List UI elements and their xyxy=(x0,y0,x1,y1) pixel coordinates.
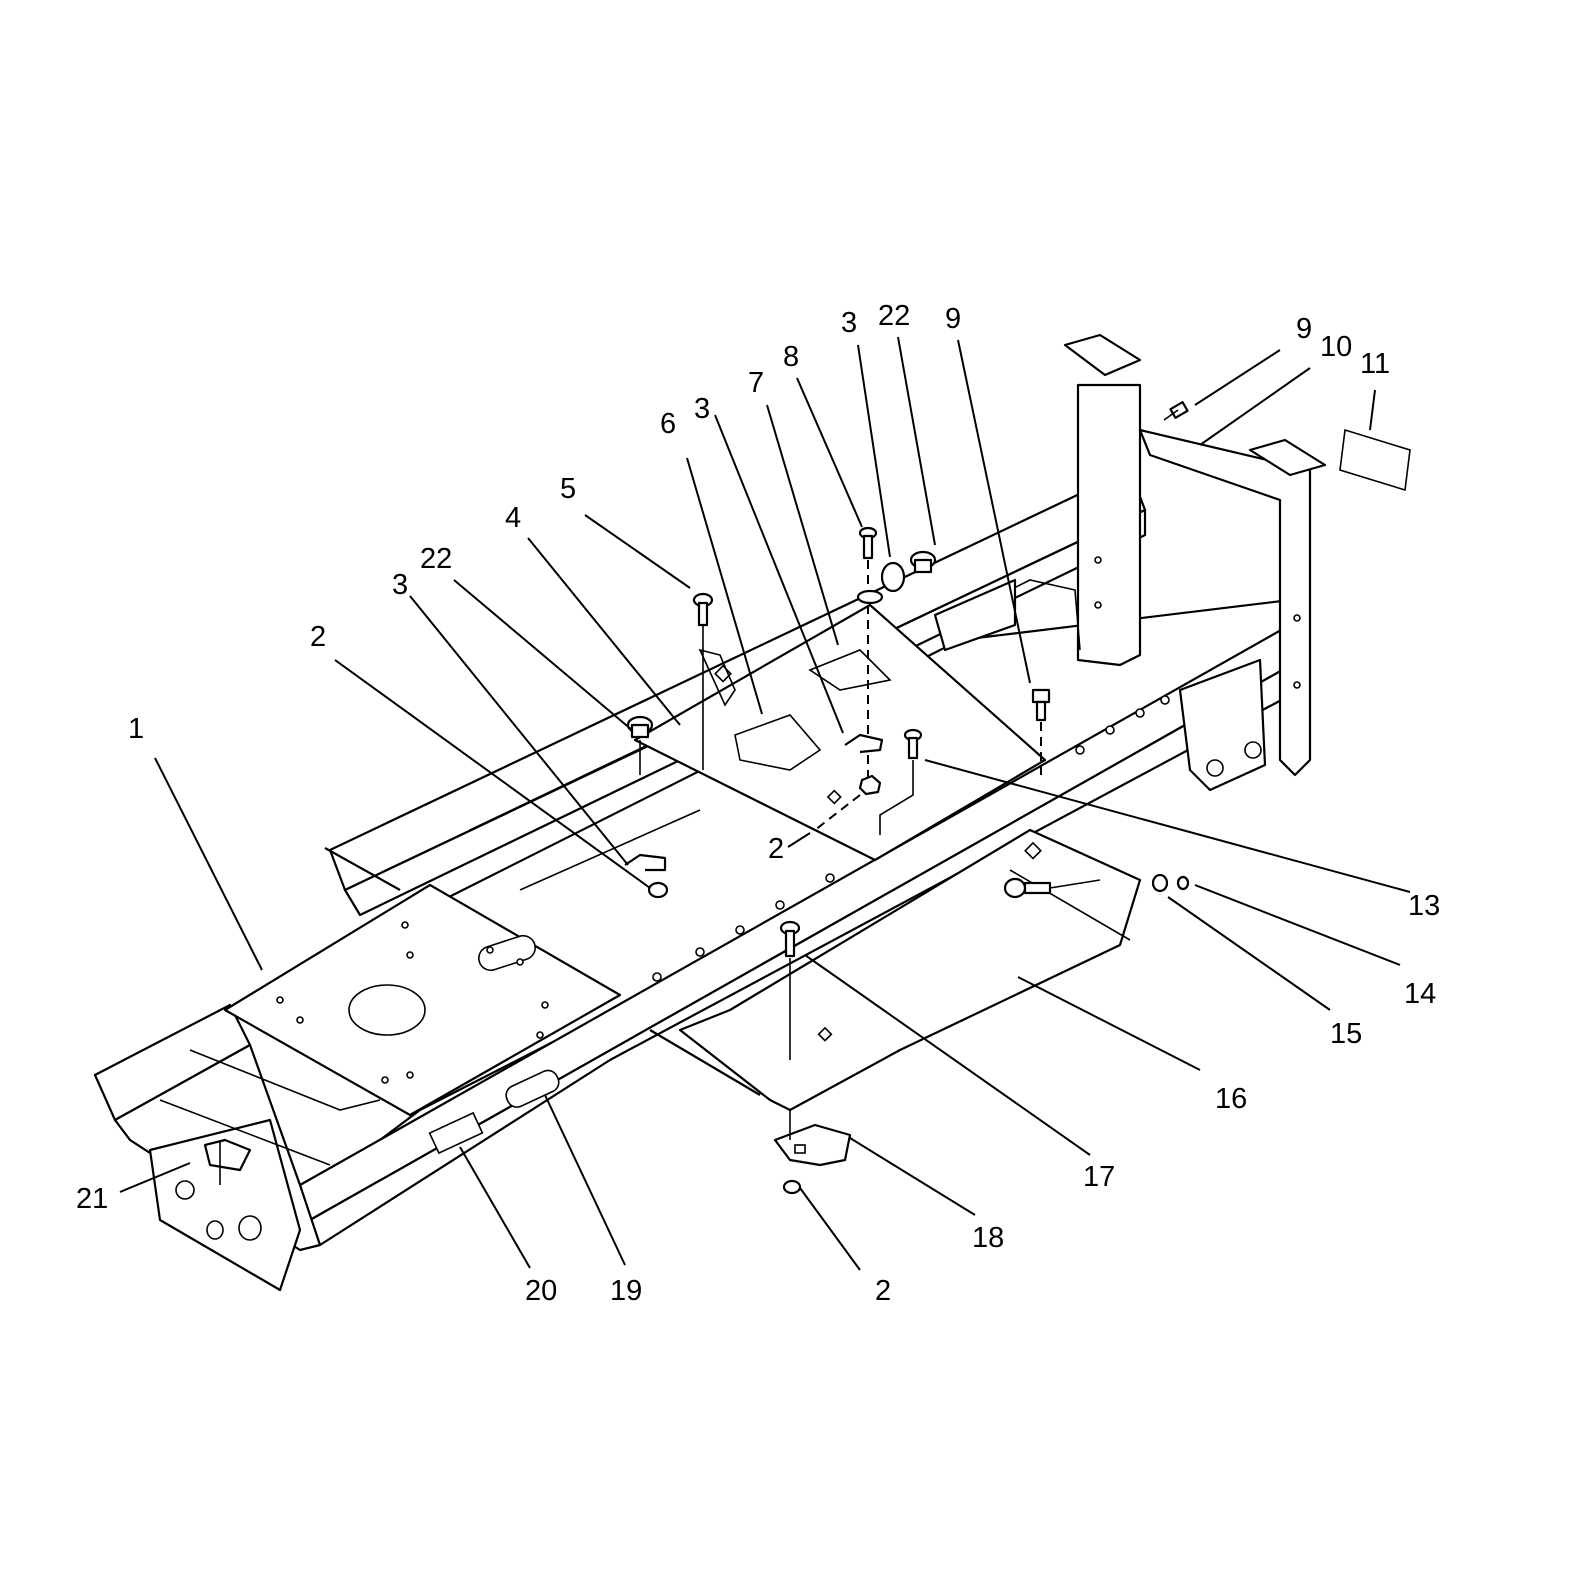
callout-11: 11 xyxy=(1360,348,1390,380)
decal-6 xyxy=(734,714,822,771)
hardware xyxy=(203,401,1190,1195)
callout-22-top: 22 xyxy=(878,300,910,332)
callout-3-top: 3 xyxy=(841,307,857,339)
decal-7 xyxy=(808,649,892,691)
callout-13: 13 xyxy=(1408,890,1440,922)
callout-21: 21 xyxy=(76,1183,108,1215)
callout-20: 20 xyxy=(525,1275,557,1307)
callout-labels: 1 2 3 22 4 5 6 3 7 8 3 22 9 9 10 11 2 13… xyxy=(76,300,1440,1307)
callout-17: 17 xyxy=(1083,1161,1115,1193)
callout-2-left: 2 xyxy=(310,621,326,653)
callout-18: 18 xyxy=(972,1222,1004,1254)
callout-22-left: 22 xyxy=(420,543,452,575)
callout-7: 7 xyxy=(748,367,764,399)
callout-4: 4 xyxy=(505,502,521,534)
callout-2-center: 2 xyxy=(768,833,784,865)
seat-plate xyxy=(633,603,1047,862)
callout-15: 15 xyxy=(1330,1018,1362,1050)
callout-14: 14 xyxy=(1404,978,1436,1010)
decal-11 xyxy=(1339,428,1411,492)
mount-plate xyxy=(223,883,622,1117)
rear-upright xyxy=(933,333,1327,792)
callout-3-left: 3 xyxy=(392,569,408,601)
callout-9-left: 9 xyxy=(945,303,961,335)
callout-2-bottom: 2 xyxy=(875,1275,891,1307)
callout-8: 8 xyxy=(783,341,799,373)
callout-5: 5 xyxy=(560,473,576,505)
callout-19: 19 xyxy=(610,1275,642,1307)
callout-16: 16 xyxy=(1215,1083,1247,1115)
callout-6: 6 xyxy=(660,408,676,440)
decal-19 xyxy=(505,1069,560,1108)
leader-lines xyxy=(119,336,1411,1271)
decals xyxy=(428,428,1411,1155)
decal-20 xyxy=(428,1111,484,1155)
callout-3-middle: 3 xyxy=(694,393,710,425)
callout-10: 10 xyxy=(1320,331,1352,363)
callout-1: 1 xyxy=(128,713,144,745)
callout-9-right: 9 xyxy=(1296,313,1312,345)
